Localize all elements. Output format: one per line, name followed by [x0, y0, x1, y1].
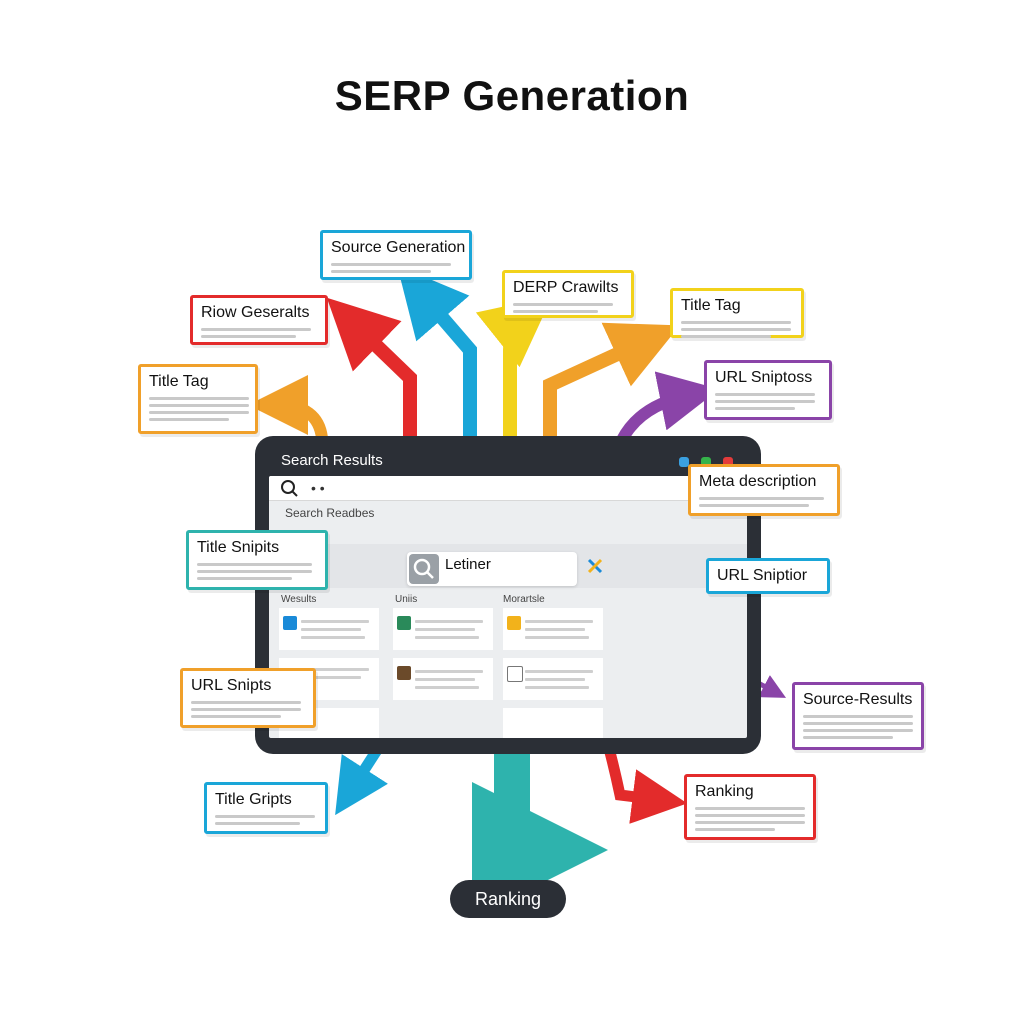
result-tile[interactable]: [393, 608, 493, 650]
monitor-stand: [494, 754, 530, 814]
card-label: URL Sniptior: [717, 567, 808, 584]
arrow-to-source-generation: [397, 265, 477, 438]
card-label: URL Sniptoss: [715, 369, 813, 386]
result-tile[interactable]: [393, 658, 493, 700]
card-title-tag-left[interactable]: Title Tag: [138, 364, 258, 434]
result-tile[interactable]: [503, 708, 603, 738]
result-icon: [507, 616, 521, 630]
card-label: URL Snipts: [191, 677, 272, 694]
arrow-to-title-tag-top: [543, 322, 680, 438]
arrow-to-url-sniptoss: [616, 371, 720, 443]
monitor: Search Results • • Search Readbes Letine…: [255, 436, 761, 754]
card-title-gripts[interactable]: Title Gripts: [204, 782, 328, 834]
card-label: Title Gripts: [215, 791, 292, 808]
result-tile[interactable]: [503, 658, 603, 700]
arrow-to-title-tag-left: [248, 375, 328, 440]
result-icon: [397, 616, 411, 630]
card-label: Source-Results: [803, 691, 913, 708]
ranking-pill[interactable]: Ranking: [450, 880, 566, 918]
browser-screen: • • Search Readbes Letiner Wesults Uniis…: [269, 476, 747, 738]
arrow-to-derp-crawlits: [475, 296, 553, 438]
monitor-title: Search Results: [281, 452, 383, 469]
result-tile[interactable]: [503, 608, 603, 650]
card-title-tag-top[interactable]: Title Tag: [670, 288, 804, 338]
diagram-title: SERP Generation: [334, 72, 690, 119]
search-bar[interactable]: • •: [269, 476, 747, 501]
card-label: Source Generation: [331, 239, 466, 256]
result-icon: [283, 616, 297, 630]
card-url-snipts[interactable]: URL Snipts: [180, 668, 316, 728]
card-url-sniptior[interactable]: URL Sniptior: [706, 558, 830, 594]
window-dot-green[interactable]: [701, 457, 711, 467]
card-title-snipts[interactable]: Title Snipits: [186, 530, 328, 590]
hub-node[interactable]: Letiner: [407, 552, 577, 586]
card-derp-crawlits[interactable]: DERP Crawilts: [502, 270, 634, 318]
card-riow-geseralts[interactable]: Riow Geseralts: [190, 295, 328, 345]
card-meta-description[interactable]: Meta description: [688, 464, 840, 516]
window-dot-blue[interactable]: [679, 457, 689, 467]
card-source-generation[interactable]: Source Generation: [320, 230, 472, 280]
result-tile[interactable]: [279, 608, 379, 650]
card-label: DERP Crawilts: [513, 279, 619, 296]
card-label: Title Tag: [681, 297, 741, 314]
result-icon: [397, 666, 411, 680]
close-x-icon[interactable]: [587, 558, 603, 574]
arrow-teal-down: [472, 782, 608, 918]
card-ranking[interactable]: Ranking: [684, 774, 816, 840]
column-header-3: Morartsle: [503, 594, 545, 605]
search-icon: [281, 480, 298, 497]
card-label: Riow Geseralts: [201, 304, 310, 321]
card-label: Meta description: [699, 473, 817, 490]
magnifier-icon: [409, 554, 439, 584]
search-results-heading: Search Readbes: [285, 506, 375, 520]
result-icon: [507, 666, 523, 682]
window-dot-red[interactable]: [723, 457, 733, 467]
card-label: Title Tag: [149, 373, 209, 390]
column-header-1: Wesults: [281, 594, 317, 605]
card-label: Ranking: [695, 783, 754, 800]
card-source-results[interactable]: Source-Results: [792, 682, 924, 750]
hub-band: Letiner: [269, 544, 747, 588]
hub-label: Letiner: [445, 556, 491, 573]
search-dots: • •: [311, 480, 325, 496]
card-label: Title Snipits: [197, 539, 280, 556]
column-header-2: Uniis: [395, 594, 418, 605]
arrow-to-riow-geseralts: [326, 297, 417, 438]
card-url-sniptoss[interactable]: URL Sniptoss: [704, 360, 832, 420]
